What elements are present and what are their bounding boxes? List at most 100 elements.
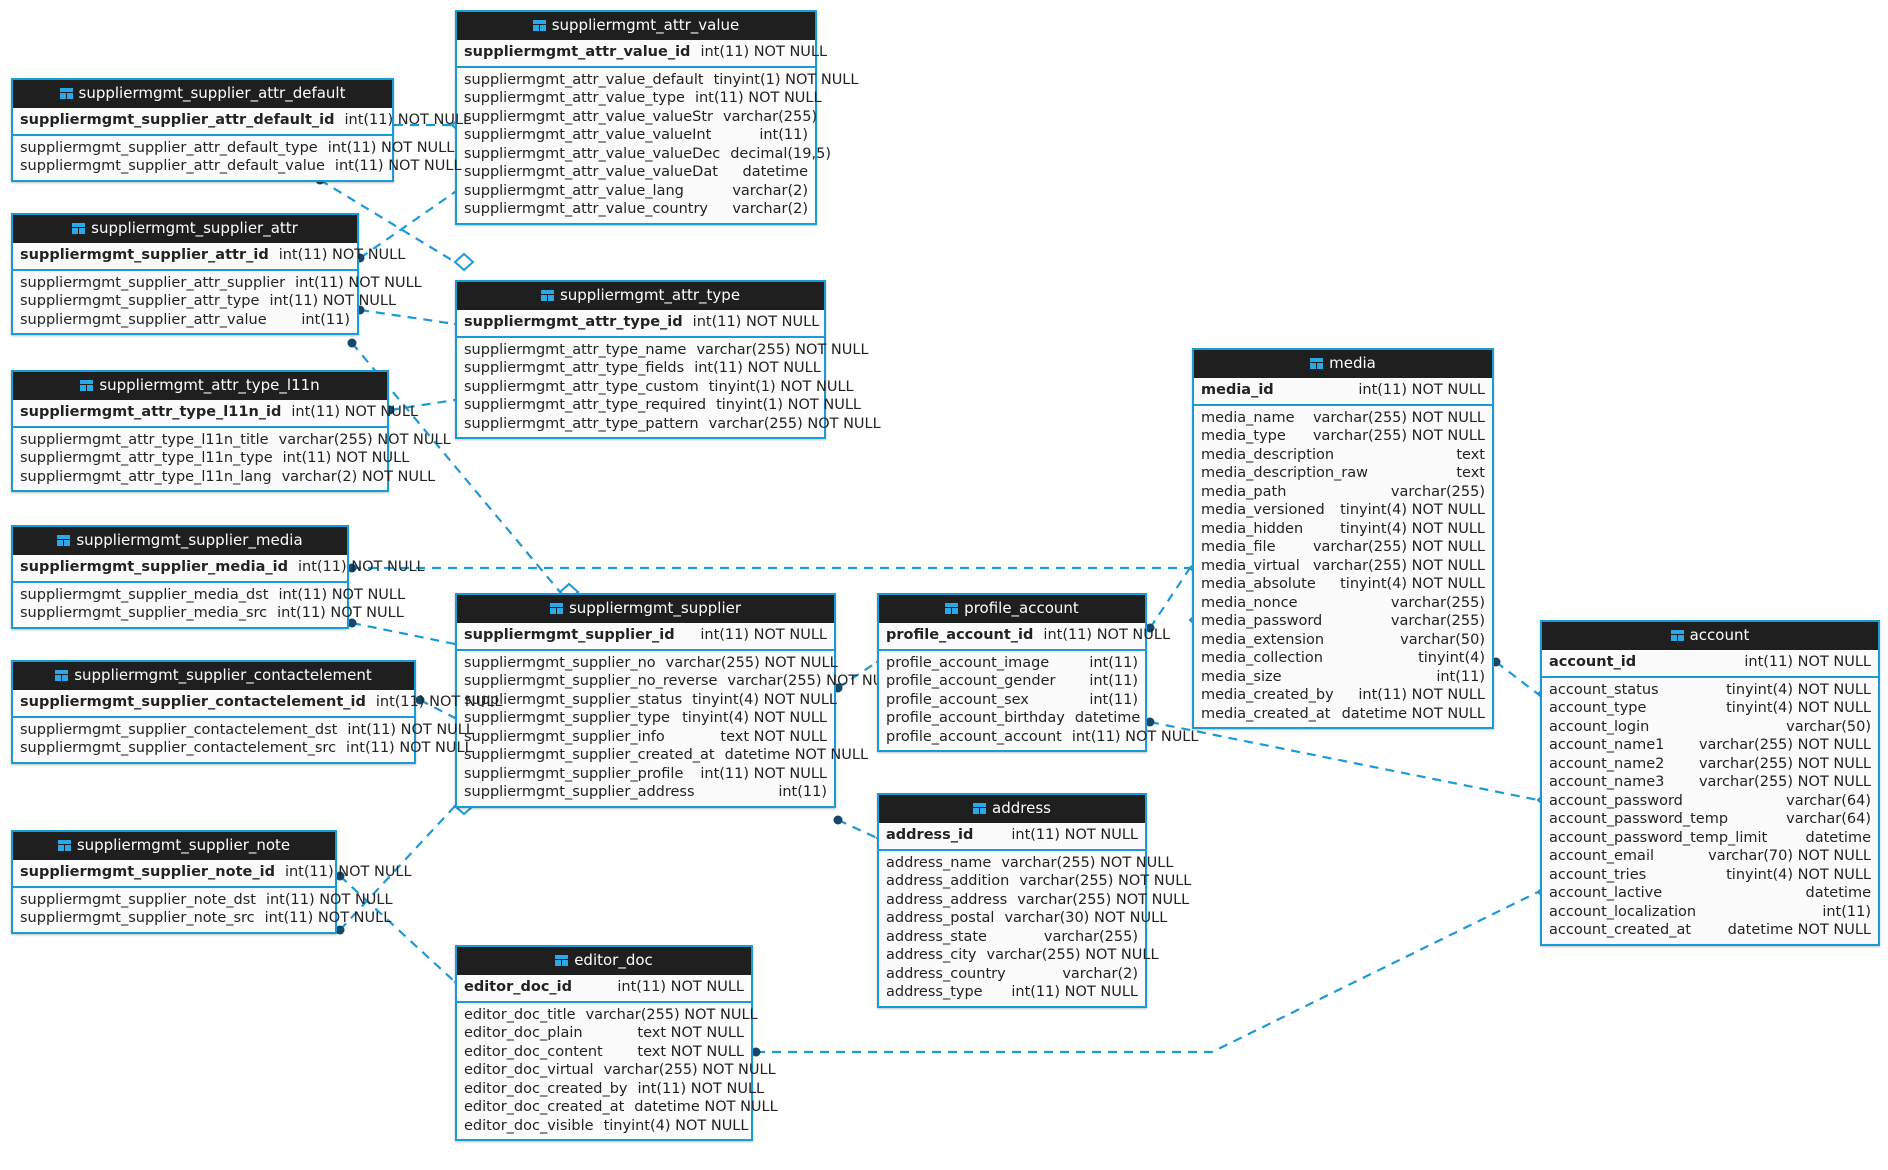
table-icon xyxy=(1670,630,1684,641)
column-type: int(11) NOT NULL xyxy=(277,605,404,621)
column-type: tinyint(4) NOT NULL xyxy=(1726,681,1871,698)
entity-title-label: media xyxy=(1329,354,1376,372)
column-name: address_addition xyxy=(886,873,1010,889)
column-type: tinyint(4) NOT NULL xyxy=(1726,700,1871,716)
column-name: suppliermgmt_attr_value_country xyxy=(464,201,709,217)
column-name: editor_doc_plain xyxy=(464,1025,583,1041)
column-type: varchar(2) xyxy=(732,201,808,217)
column-type: int(11) NOT NULL xyxy=(700,765,827,782)
edge-media-to-account xyxy=(1495,661,1539,695)
primary-key-type: int(11) NOT NULL xyxy=(284,864,412,880)
table-icon xyxy=(945,603,959,614)
primary-key-type: int(11) NOT NULL xyxy=(1011,827,1138,843)
column-name: editor_doc_visible xyxy=(464,1117,594,1134)
column-name: account_lactive xyxy=(1549,885,1663,901)
column-type: int(11) xyxy=(1089,654,1138,671)
column-type: tinyint(1) NOT NULL xyxy=(713,71,859,88)
column-name: suppliermgmt_attr_value_valueStr xyxy=(464,108,714,125)
table-icon xyxy=(555,955,569,966)
column-type: int(11) NOT NULL xyxy=(694,360,821,376)
column-name: address_name xyxy=(886,854,992,871)
entity-title-label: account xyxy=(1689,626,1750,644)
column-name: profile_account_image xyxy=(886,654,1050,671)
column-name: media_file xyxy=(1201,539,1276,555)
column-type: varchar(255) xyxy=(1390,594,1485,611)
column-type: tinyint(4) NOT NULL xyxy=(682,710,827,726)
column-name: address_address xyxy=(886,891,1008,908)
column-type: varchar(2) NOT NULL xyxy=(281,468,436,485)
column-type: varchar(2) xyxy=(1062,965,1138,982)
column-name: suppliermgmt_supplier_attr_type xyxy=(20,293,260,309)
column-name: suppliermgmt_supplier_no_reverse xyxy=(464,673,718,689)
column-row: suppliermgmt_supplier_contactelement_dst… xyxy=(13,721,474,740)
primary-key-name: media_id xyxy=(1201,382,1274,398)
primary-key-name: suppliermgmt_supplier_media_id xyxy=(20,559,288,575)
primary-key-name: suppliermgmt_supplier_attr_default_id xyxy=(20,112,335,128)
column-name: account_password_temp xyxy=(1549,811,1729,827)
primary-key-name: suppliermgmt_attr_type_l11n_id xyxy=(20,404,282,420)
column-name: suppliermgmt_attr_type_l11n_title xyxy=(20,431,269,448)
column-type: varchar(255) NOT NULL xyxy=(1312,539,1485,555)
table-icon xyxy=(540,290,554,301)
column-type: int(11) NOT NULL xyxy=(1358,687,1485,703)
column-type: varchar(64) xyxy=(1786,811,1871,827)
column-name: suppliermgmt_attr_value_default xyxy=(464,71,704,88)
column-type: int(11) NOT NULL xyxy=(265,891,393,908)
column-type: text xyxy=(1456,446,1485,463)
entity-title-label: suppliermgmt_attr_type xyxy=(559,286,741,304)
column-type: tinyint(1) NOT NULL xyxy=(716,397,861,413)
column-type: varchar(64) xyxy=(1786,792,1871,809)
column-type: text NOT NULL xyxy=(637,1025,744,1041)
column-row: media_file varchar(255) NOT NULL xyxy=(1194,538,1492,557)
column-name: suppliermgmt_supplier_attr_value xyxy=(20,311,267,328)
column-type: datetime NOT NULL xyxy=(1341,705,1485,722)
table-icon xyxy=(57,535,71,546)
column-row: account_password_temp varchar(64) xyxy=(1542,810,1878,829)
entity-title-label: profile_account xyxy=(964,599,1079,617)
primary-key-type: int(11) NOT NULL xyxy=(1043,627,1171,643)
column-type: varchar(255) NOT NULL xyxy=(665,654,838,671)
column-type: datetime xyxy=(1074,710,1141,726)
column-name: address_country xyxy=(886,965,1006,982)
column-type: varchar(255) NOT NULL xyxy=(1312,557,1485,574)
